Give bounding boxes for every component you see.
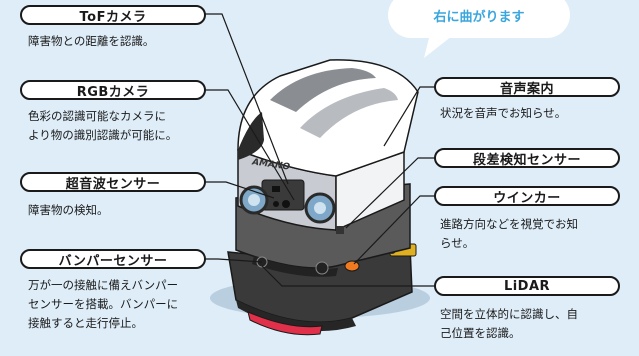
label-voice-guidance: 音声案内 xyxy=(434,77,620,97)
rgb-camera xyxy=(282,200,290,208)
label-blinker: ウインカー xyxy=(434,186,620,206)
step-sensor xyxy=(336,226,344,234)
desc-tof-camera: 障害物との距離を認識。 xyxy=(28,32,154,51)
desc-bumper-sensor: 万が一の接触に備えバンパー センサーを搭載。バンパーに 接触すると走行停止。 xyxy=(28,276,178,333)
label-bumper-sensor: バンパーセンサー xyxy=(20,249,206,269)
desc-line: 障害物との距離を認識。 xyxy=(28,34,155,48)
desc-line: 状況を音声でお知らせ。 xyxy=(440,106,567,120)
canopy-stripe-1 xyxy=(270,68,376,112)
desc-line: 色彩の認識可能なカメラに xyxy=(28,109,166,123)
label-step-sensor: 段差検知センサー xyxy=(434,148,620,168)
desc-line: 万が一の接触に備えバンパー xyxy=(28,278,179,292)
camera-lens xyxy=(273,201,279,207)
label-lidar: LiDAR xyxy=(434,276,620,296)
lidar-slot xyxy=(252,256,338,277)
speech-bubble: 右に曲がります xyxy=(388,0,570,38)
label-tof-camera: ToFカメラ xyxy=(20,5,206,25)
tof-camera xyxy=(272,186,280,192)
leader-lines xyxy=(204,13,436,287)
canopy-stripe-2 xyxy=(300,88,398,138)
desc-line: 障害物の検知。 xyxy=(28,203,109,217)
desc-line: 己位置を認識。 xyxy=(440,326,521,340)
ultrasonic-lens-left xyxy=(248,194,260,206)
red-bumper xyxy=(247,311,323,336)
desc-voice-guidance: 状況を音声でお知らせ。 xyxy=(440,104,566,123)
desc-ultrasonic-sensor: 障害物の検知。 xyxy=(28,201,109,220)
blinker-light xyxy=(344,260,360,272)
desc-rgb-camera: 色彩の認識可能なカメラに より物の識別認識が可能に。 xyxy=(28,107,177,145)
ultrasonic-lens-right xyxy=(314,202,326,214)
desc-line: 接触すると走行停止。 xyxy=(28,316,143,330)
desc-blinker: 進路方向などを視覚でお知 らせ。 xyxy=(440,215,578,253)
desc-line: より物の識別認識が可能に。 xyxy=(28,128,178,142)
label-ultrasonic-sensor: 超音波センサー xyxy=(20,172,206,192)
desc-line: らせ。 xyxy=(440,236,475,250)
hood-band xyxy=(238,112,264,160)
base-skirt xyxy=(236,300,356,332)
desc-lidar: 空間を立体的に認識し、自 己位置を認識。 xyxy=(440,305,578,343)
label-rgb-camera: RGBカメラ xyxy=(20,80,206,100)
desc-line: センサーを搭載。バンパーに xyxy=(28,297,179,311)
lidar-sensor-2 xyxy=(315,261,329,275)
speech-bubble-tail xyxy=(424,34,452,58)
desc-line: 進路方向などを視覚でお知 xyxy=(440,217,578,231)
desc-line: 空間を立体的に認識し、自 xyxy=(440,307,578,321)
